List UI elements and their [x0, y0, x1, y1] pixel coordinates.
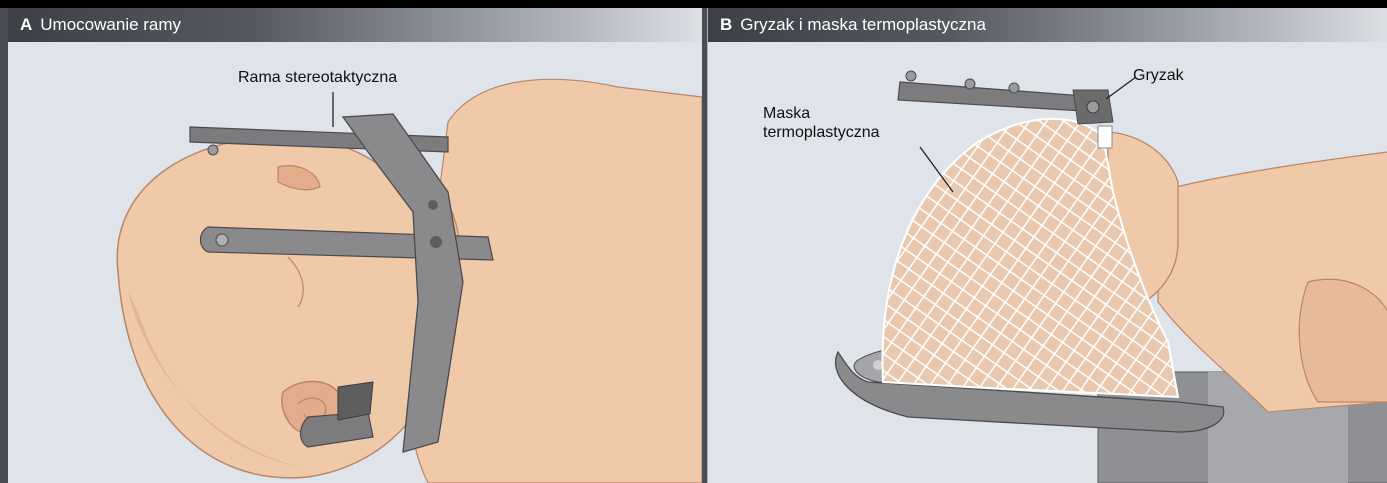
head-frame-illustration: [8, 42, 702, 483]
bite-callout-line: [1106, 77, 1136, 99]
top-border: [0, 0, 1387, 8]
mask-callout-label-1: Maska: [763, 104, 810, 123]
panel-bite-and-mask: B Gryzak i maska termoplastyczna: [707, 8, 1387, 483]
panel-b-letter: B: [720, 15, 732, 35]
bite-callout-label: Gryzak: [1133, 66, 1184, 85]
panel-b-header: B Gryzak i maska termoplastyczna: [708, 8, 1387, 42]
panel-a-letter: A: [20, 15, 32, 35]
bite-bar-arm: [898, 82, 1100, 112]
panel-frame-fixation: A Umocowanie ramy Rama stereotaktyczna: [8, 8, 703, 483]
panel-a-title: Umocowanie ramy: [40, 15, 181, 35]
panel-b-title: Gryzak i maska termoplastyczna: [740, 15, 986, 35]
mask-callout-label-2: termoplastyczna: [763, 123, 880, 142]
frame-callout-label: Rama stereotaktyczna: [238, 68, 397, 87]
bite-block: [1098, 126, 1112, 148]
panel-a-header: A Umocowanie ramy: [8, 8, 702, 42]
left-border: [0, 8, 8, 483]
